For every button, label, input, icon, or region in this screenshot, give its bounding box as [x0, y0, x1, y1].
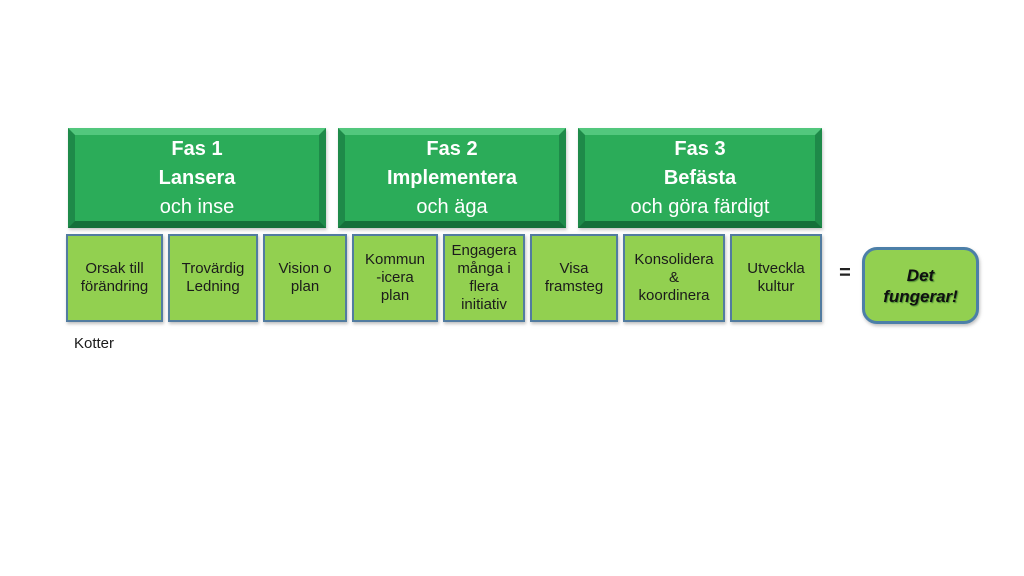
phase-2-name: Fas 2	[426, 137, 478, 160]
step-box-vision-o-plan: Vision o plan	[263, 234, 347, 322]
phase-2-subtitle: och äga	[416, 195, 488, 218]
phase-3-name: Fas 3	[674, 137, 726, 160]
phase-1-name: Fas 1	[171, 137, 223, 160]
result-box-det-fungerar: Det fungerar!	[862, 247, 979, 324]
phase-1-action: Lansera	[158, 166, 236, 189]
step-label: Vision o plan	[278, 260, 332, 295]
step-box-trovardig-ledning: Trovärdig Ledning	[168, 234, 258, 322]
attribution-label: Kotter	[74, 335, 115, 352]
step-box-visa-framsteg: Visa framsteg	[530, 234, 618, 322]
phase-1-subtitle: och inse	[159, 195, 235, 218]
step-label: Trovärdig Ledning	[181, 260, 245, 295]
step-label: Orsak till förändring	[80, 260, 149, 295]
step-label: Utveckla kultur	[747, 260, 805, 295]
phase-box-fas-3: Fas 3 Befästa och göra färdigt	[578, 128, 822, 228]
step-box-konsolidera-koordinera: Konsolidera & koordinera	[623, 234, 725, 322]
phase-box-fas-1: Fas 1 Lansera och inse	[68, 128, 326, 228]
step-box-engagera-manga: Engagera många i flera initiativ	[443, 234, 525, 322]
step-label: Engagera många i flera initiativ	[451, 242, 517, 313]
step-label: Visa framsteg	[544, 260, 604, 295]
phase-2-action: Implementera	[386, 166, 518, 189]
step-box-orsak-till-forandring: Orsak till förändring	[66, 234, 163, 322]
result-label: Det fungerar!	[883, 265, 958, 306]
phase-3-action: Befästa	[663, 166, 737, 189]
phase-box-fas-2: Fas 2 Implementera och äga	[338, 128, 566, 228]
phase-3-subtitle: och göra färdigt	[630, 195, 770, 218]
step-box-utveckla-kultur: Utveckla kultur	[730, 234, 822, 322]
step-label: Konsolidera & koordinera	[634, 251, 714, 304]
equals-sign: =	[839, 262, 851, 284]
step-label: Kommun -icera plan	[364, 251, 426, 304]
step-box-kommunicera-plan: Kommun -icera plan	[352, 234, 438, 322]
